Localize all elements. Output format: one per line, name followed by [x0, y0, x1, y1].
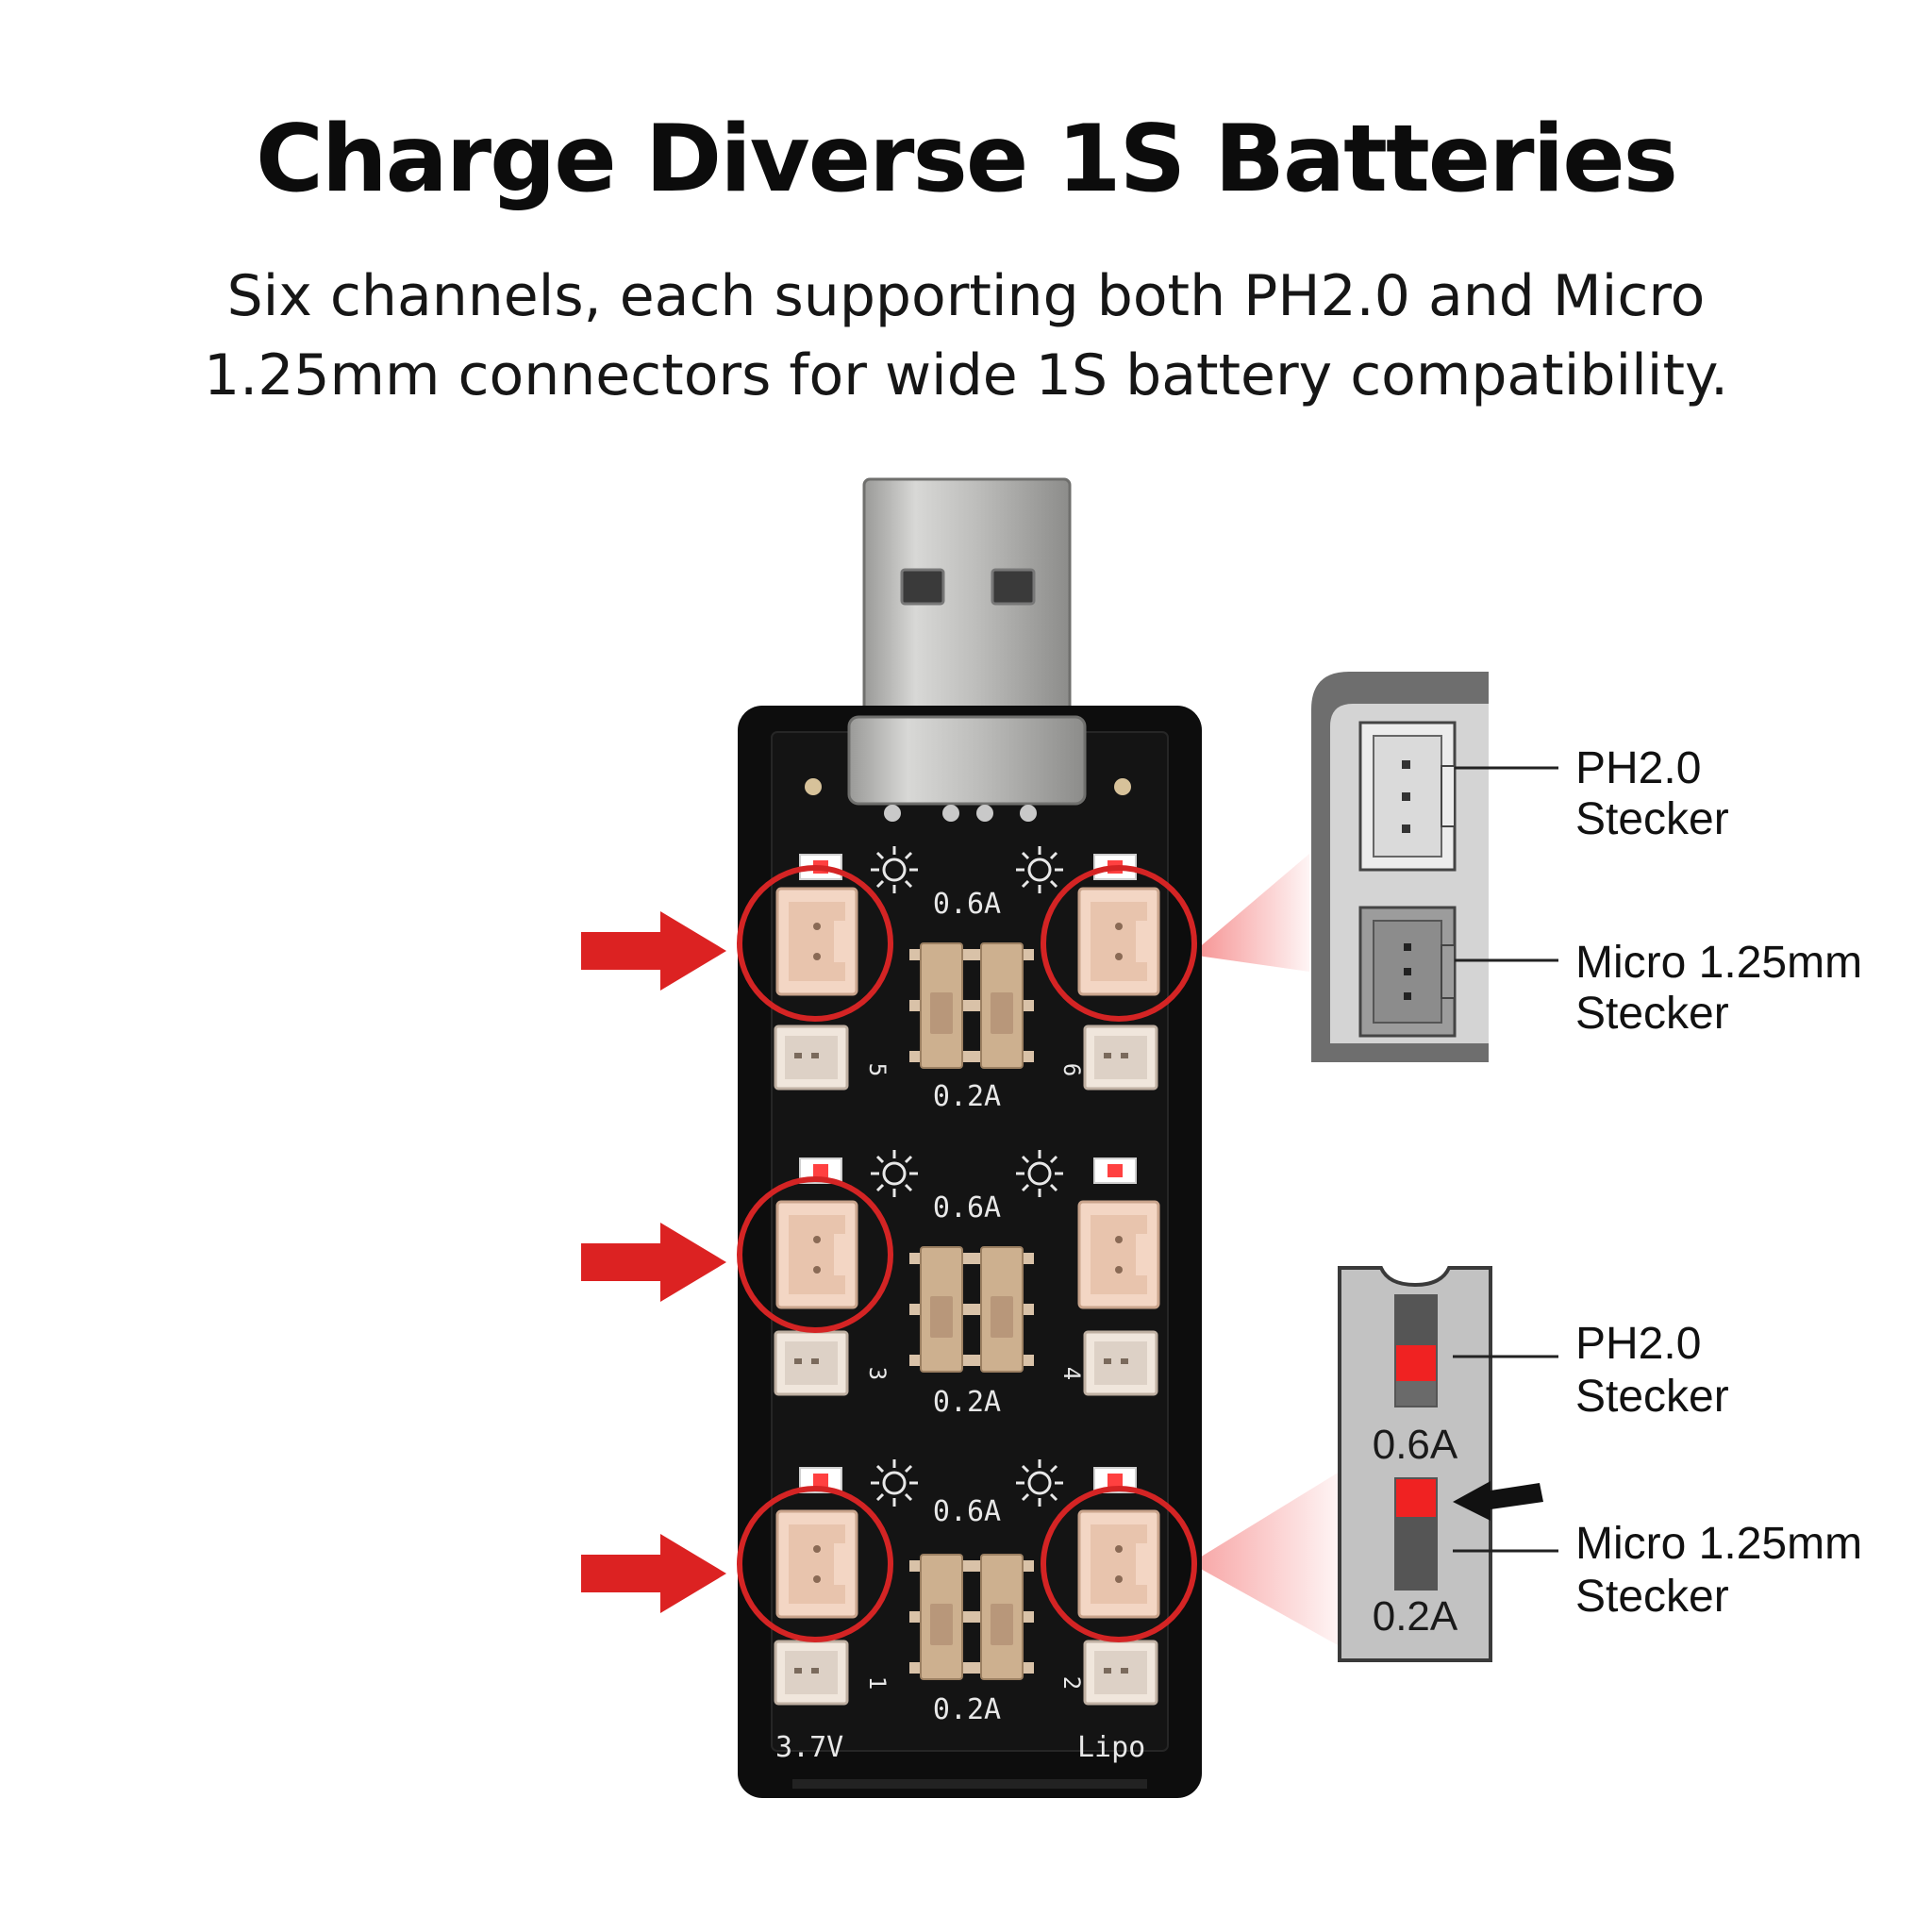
- micro-connector-4: [1083, 1330, 1158, 1396]
- ph20-connector-6: [1077, 887, 1160, 996]
- beam-bottom: [1191, 1472, 1340, 1646]
- current-low-label: 0.2A: [933, 1693, 1001, 1726]
- current-low-label: 0.2A: [933, 1080, 1001, 1113]
- ph20-connector-4: [1077, 1200, 1160, 1309]
- highlight-circles: [737, 865, 1197, 1642]
- current-high-label: 0.6A: [933, 1495, 1001, 1528]
- arrow-right-icon: [581, 1223, 726, 1302]
- micro-connector-2: [1083, 1640, 1158, 1706]
- subtitle-line-2: 1.25mm connectors for wide 1S battery co…: [203, 342, 1729, 408]
- switch-micro-label: Micro 1.25mm: [1575, 1519, 1862, 1569]
- current-high-label: 0.6A: [933, 1191, 1001, 1224]
- current-high-label: 0.6A: [933, 888, 1001, 921]
- highlight-circle-6: [1041, 865, 1197, 1022]
- highlight-circle-2: [1041, 1486, 1197, 1642]
- ph20-label-sub: Stecker: [1575, 794, 1729, 844]
- highlight-circle-5: [737, 865, 893, 1022]
- ph20-connector-3: [775, 1200, 858, 1309]
- beam-top: [1191, 854, 1309, 972]
- page-title: Charge Diverse 1S Batteries: [255, 106, 1678, 213]
- highlight-circle-3: [737, 1176, 893, 1333]
- highlight-circle-1: [737, 1486, 893, 1642]
- connector-callout: PH2.0 Stecker Micro 1.25mm Stecker: [1311, 672, 1862, 1062]
- channel-number-4: 4: [1058, 1367, 1085, 1380]
- switch-callout: 0.6A 0.2A PH2.0 Stecker Micro 1.25mm Ste…: [1338, 1266, 1862, 1662]
- channel-group-1-2: 0.6A 0.2A 1 2 3.7V Lipo: [774, 1457, 1160, 1764]
- ph20-label: PH2.0: [1575, 743, 1701, 793]
- channel-number-6: 6: [1058, 1063, 1085, 1076]
- micro-connector-1: [774, 1640, 849, 1706]
- channel-group-3-4: 0.6A 0.2A 3 4: [774, 1148, 1160, 1419]
- arrow-right-icon: [581, 911, 726, 991]
- micro-connector-3: [774, 1330, 849, 1396]
- switch-high-knob: [1396, 1345, 1436, 1381]
- switch-micro-label-sub: Stecker: [1575, 1572, 1729, 1622]
- ph20-connector-1: [775, 1509, 858, 1619]
- switch-ph20-label-sub: Stecker: [1575, 1372, 1729, 1422]
- ph20-connector-2: [1077, 1509, 1160, 1619]
- ph20-connector-5: [775, 887, 858, 996]
- subtitle-line-1: Six channels, each supporting both PH2.0…: [226, 263, 1706, 329]
- micro-connector-5: [774, 1024, 849, 1091]
- micro-label: Micro 1.25mm: [1575, 938, 1862, 988]
- switch-ph20-label: PH2.0: [1575, 1319, 1701, 1369]
- page-subtitle: Six channels, each supporting both PH2.0…: [94, 257, 1838, 415]
- arrow-left-icon: [1453, 1481, 1543, 1521]
- micro-label-sub: Stecker: [1575, 989, 1729, 1039]
- micro-connector-6: [1083, 1024, 1158, 1091]
- arrow-right-icon: [581, 1534, 726, 1613]
- channel-number-1: 1: [864, 1676, 891, 1690]
- chemistry-label: Lipo: [1077, 1731, 1145, 1764]
- channel-number-5: 5: [864, 1063, 891, 1076]
- switch-low-knob: [1396, 1479, 1436, 1517]
- switch-low-label: 0.2A: [1373, 1593, 1458, 1640]
- switch-high-label: 0.6A: [1373, 1422, 1458, 1468]
- channel-number-3: 3: [864, 1367, 891, 1380]
- channel-number-2: 2: [1058, 1676, 1085, 1690]
- current-low-label: 0.2A: [933, 1386, 1001, 1419]
- red-arrows: [581, 911, 726, 1613]
- voltage-label: 3.7V: [775, 1731, 843, 1764]
- channel-group-5-6: 0.6A 0.2A 5 6: [774, 844, 1160, 1113]
